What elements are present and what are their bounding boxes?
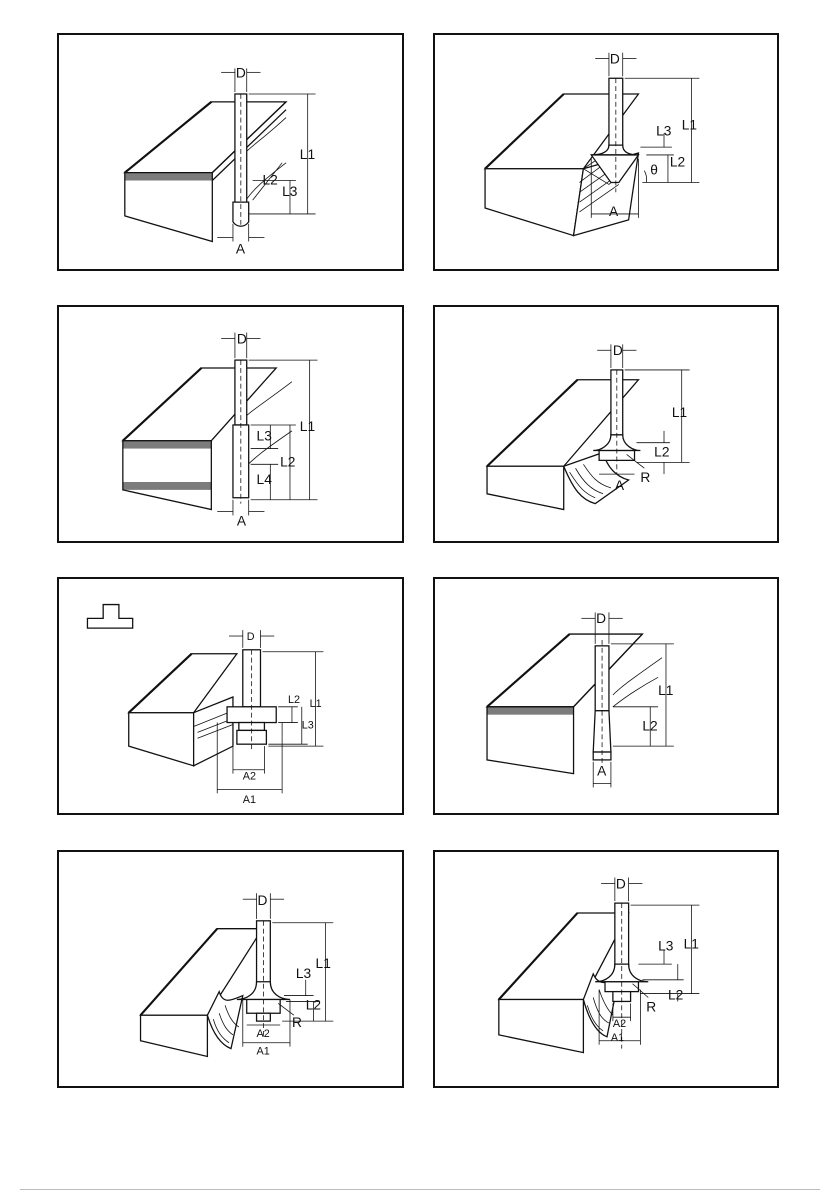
panel-flush-trim-bit: D L1 L2 A — [433, 577, 779, 815]
corner-rounding-bit-diagram: D L1 L3 L2 R A2 A1 — [59, 852, 402, 1086]
label-L3: L3 — [296, 966, 312, 981]
panel-straight-bit: D L1 L2 L3 A — [57, 33, 404, 271]
label-A: A — [597, 764, 607, 779]
label-D: D — [237, 331, 247, 346]
label-L3: L3 — [282, 184, 298, 199]
label-L2: L2 — [262, 172, 277, 187]
label-A: A — [236, 241, 246, 256]
label-L2: L2 — [306, 997, 321, 1012]
label-D: D — [616, 876, 626, 891]
panel-double-straight-bit: D L1 L3 L2 L4 A — [57, 305, 404, 543]
label-A2: A2 — [613, 1018, 626, 1030]
label-D: D — [613, 343, 623, 358]
label-L1: L1 — [316, 956, 331, 971]
label-L3: L3 — [302, 719, 314, 731]
flush-trim-bit-diagram: D L1 L2 A — [435, 579, 777, 813]
panel-corner-rounding-bit: D L1 L3 L2 R A2 A1 — [57, 850, 404, 1088]
label-L2: L2 — [670, 155, 685, 170]
label-D: D — [258, 893, 268, 908]
double-straight-bit-diagram: D L1 L3 L2 L4 A — [59, 307, 402, 541]
label-L3: L3 — [656, 123, 672, 138]
label-A: A — [615, 478, 625, 493]
label-A: A — [237, 513, 247, 528]
slot-cutter-bit-diagram: D L1 L2 L3 A2 A1 — [59, 579, 402, 813]
label-R: R — [292, 1015, 302, 1030]
panel-v-groove-bit: D L1 L3 L2 θ A — [433, 33, 779, 271]
label-L1: L1 — [682, 117, 697, 132]
panel-cove-bit: D L1 L2 R A — [433, 305, 779, 543]
label-A2: A2 — [243, 771, 256, 783]
label-D: D — [596, 611, 606, 626]
label-L1: L1 — [684, 936, 699, 951]
label-L3: L3 — [257, 429, 273, 444]
label-D: D — [247, 631, 255, 643]
label-D: D — [610, 52, 620, 67]
label-L1: L1 — [300, 419, 315, 434]
page-bottom-rule — [20, 1189, 820, 1190]
label-L1: L1 — [658, 683, 673, 698]
label-L2: L2 — [280, 454, 295, 469]
label-L1: L1 — [672, 405, 687, 420]
label-L2: L2 — [654, 444, 669, 459]
label-L1: L1 — [310, 698, 322, 710]
label-L3: L3 — [658, 938, 674, 953]
ball-bearing-corner-rounding-bit-diagram: D L1 L3 L2 R A2 A1 — [435, 852, 777, 1086]
straight-bit-diagram: D L1 L2 L3 A — [59, 35, 402, 269]
label-L1: L1 — [300, 147, 315, 162]
panel-ball-bearing-corner-rounding-bit: D L1 L3 L2 R A2 A1 — [433, 850, 779, 1088]
label-L2: L2 — [642, 718, 657, 733]
label-A1: A1 — [243, 794, 256, 806]
label-A: A — [609, 204, 619, 219]
label-theta: θ — [650, 163, 658, 178]
t-slot-icon — [87, 605, 132, 629]
label-R: R — [646, 999, 656, 1014]
label-A2: A2 — [257, 1028, 270, 1040]
label-R: R — [640, 470, 650, 485]
label-A1: A1 — [611, 1032, 624, 1044]
panel-slot-cutter-bit: D L1 L2 L3 A2 A1 — [57, 577, 404, 815]
label-L2: L2 — [288, 694, 300, 706]
label-A1: A1 — [257, 1046, 270, 1058]
v-groove-bit-diagram: D L1 L3 L2 θ A — [435, 35, 777, 269]
label-L4: L4 — [257, 472, 273, 487]
label-L2: L2 — [668, 987, 683, 1002]
label-D: D — [236, 65, 246, 80]
cove-bit-diagram: D L1 L2 R A — [435, 307, 777, 541]
